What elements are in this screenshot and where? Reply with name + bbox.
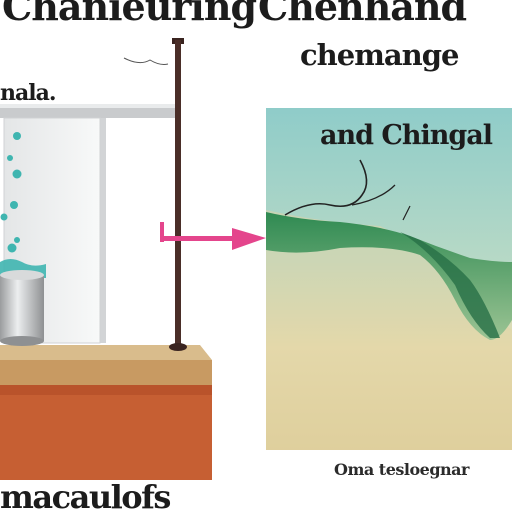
caption-right: Oma tesloegnar [334,460,469,479]
vertical-pole [123,38,187,351]
subtitle-right: chemange [300,38,459,72]
title-right: Chenhand [258,0,467,29]
arrow-icon [160,222,266,250]
landscape-panel [266,108,512,450]
cylinder-with-liquid [0,259,46,346]
wooden-base [0,345,212,480]
panel-label: and Chingal [320,120,493,151]
label-top-left: nala. [0,80,57,106]
droplets [0,132,22,253]
title-left: Chanieuring [2,0,257,29]
caption-left: macaulofs [0,478,171,516]
